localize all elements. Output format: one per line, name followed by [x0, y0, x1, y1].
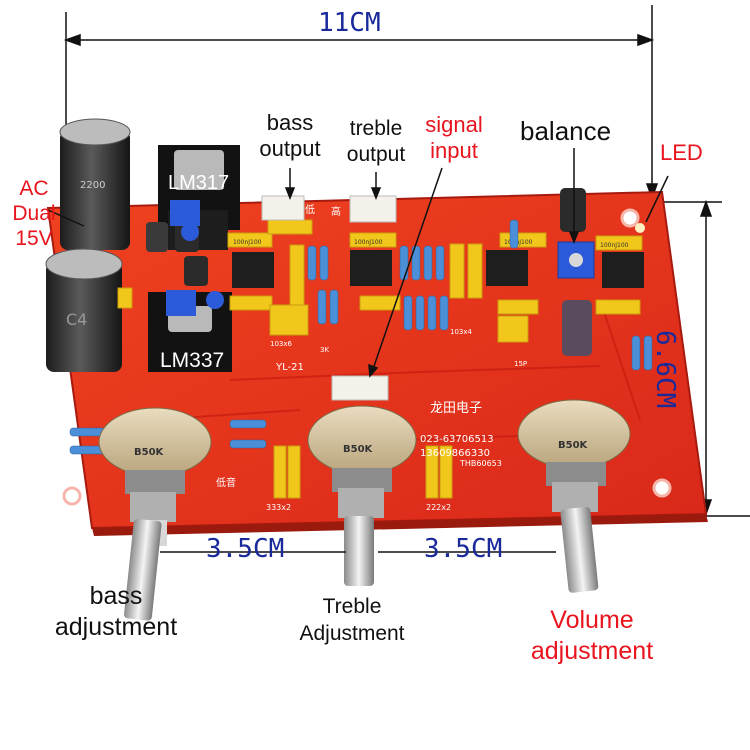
bass-adjustment-line2: adjustment — [54, 613, 178, 641]
ac-label-line3: 15V — [15, 227, 53, 250]
resistors — [69, 219, 653, 455]
svg-text:023-63706513: 023-63706513 — [420, 434, 494, 445]
bass-adjustment-line1: bass — [89, 582, 143, 610]
signal-input-label: signal input — [414, 114, 494, 162]
treble-output-line1: treble — [349, 117, 403, 140]
svg-text:低: 低 — [305, 203, 315, 216]
signal-input-line2: input — [430, 138, 478, 163]
ac-label-line1: AC — [19, 177, 49, 200]
height-dimension-label: 6.6CM — [650, 330, 680, 409]
treble-output-connector — [349, 195, 397, 223]
main-filter-capacitor-top: 2200 — [59, 118, 131, 250]
treble-adjustment-line1: Treble — [322, 595, 382, 618]
bass-output-line1: bass — [266, 110, 314, 135]
led-indicator — [635, 223, 645, 233]
small-capacitors — [146, 188, 592, 356]
treble-output-line2: output — [346, 143, 406, 166]
svg-text:YL-21: YL-21 — [275, 362, 304, 373]
ac-dual-15v-label: AC Dual 15V — [4, 178, 64, 249]
signal-input-line1: signal — [425, 112, 483, 137]
svg-text:100nJ100: 100nJ100 — [600, 242, 629, 249]
svg-text:100nJ100: 100nJ100 — [504, 239, 533, 246]
svg-text:B50K: B50K — [558, 440, 589, 451]
svg-text:103x6: 103x6 — [270, 340, 293, 348]
width-dimension-label: 11CM — [318, 8, 381, 38]
svg-text:222x2: 222x2 — [426, 503, 451, 512]
balance-label: balance — [520, 116, 612, 146]
regulator-trimmers — [166, 200, 200, 316]
bass-potentiometer — [98, 407, 212, 546]
film-capacitors — [117, 219, 643, 499]
svg-text:B50K: B50K — [134, 447, 165, 458]
treble-adjustment-line2: Adjustment — [299, 622, 405, 645]
bass-output-label: bass output — [248, 112, 332, 160]
svg-text:100nJ100: 100nJ100 — [354, 239, 383, 246]
svg-text:15P: 15P — [514, 360, 527, 368]
balance-trimmer — [557, 241, 595, 279]
svg-text:高: 高 — [331, 205, 341, 218]
ac-label-line2: Dual — [12, 202, 56, 225]
svg-text:B50K: B50K — [343, 444, 374, 455]
svg-text:龙田电子: 龙田电子 — [430, 401, 482, 416]
label-leader-lines — [47, 148, 669, 378]
led-label: LED — [660, 140, 703, 165]
lm337-label: LM337 — [160, 349, 225, 372]
svg-text:333x2: 333x2 — [266, 503, 291, 512]
svg-text:THB60653: THB60653 — [459, 459, 502, 468]
svg-text:103x4: 103x4 — [450, 328, 473, 336]
bass-output-connector — [261, 195, 305, 221]
volume-adjustment-label: Volume adjustment — [506, 608, 678, 664]
treble-potentiometer — [307, 405, 417, 518]
svg-text:13609866330: 13609866330 — [420, 448, 490, 459]
lm317-label: LM317 — [168, 172, 230, 194]
treble-output-label: treble output — [336, 118, 416, 165]
bass-adjustment-label: bass adjustment — [36, 584, 196, 640]
bass-treble-spacing-label: 3.5CM — [206, 534, 285, 564]
svg-text:100nJ100: 100nJ100 — [233, 239, 262, 246]
volume-adjustment-line1: Volume — [550, 606, 634, 634]
pot-shafts — [124, 506, 599, 621]
svg-text:2200: 2200 — [80, 180, 105, 191]
svg-text:C4: C4 — [66, 310, 87, 329]
treble-volume-spacing-label: 3.5CM — [424, 534, 503, 564]
volume-potentiometer — [517, 399, 631, 512]
signal-input-connector — [331, 375, 389, 401]
volume-adjustment-line2: adjustment — [530, 637, 654, 665]
opamp-chips — [232, 250, 644, 288]
bass-output-line2: output — [259, 136, 321, 161]
treble-adjustment-label: Treble Adjustment — [280, 596, 424, 644]
svg-text:3K: 3K — [320, 346, 329, 354]
svg-text:低音: 低音 — [216, 476, 236, 489]
main-filter-capacitor-bottom: C4 — [45, 248, 123, 372]
